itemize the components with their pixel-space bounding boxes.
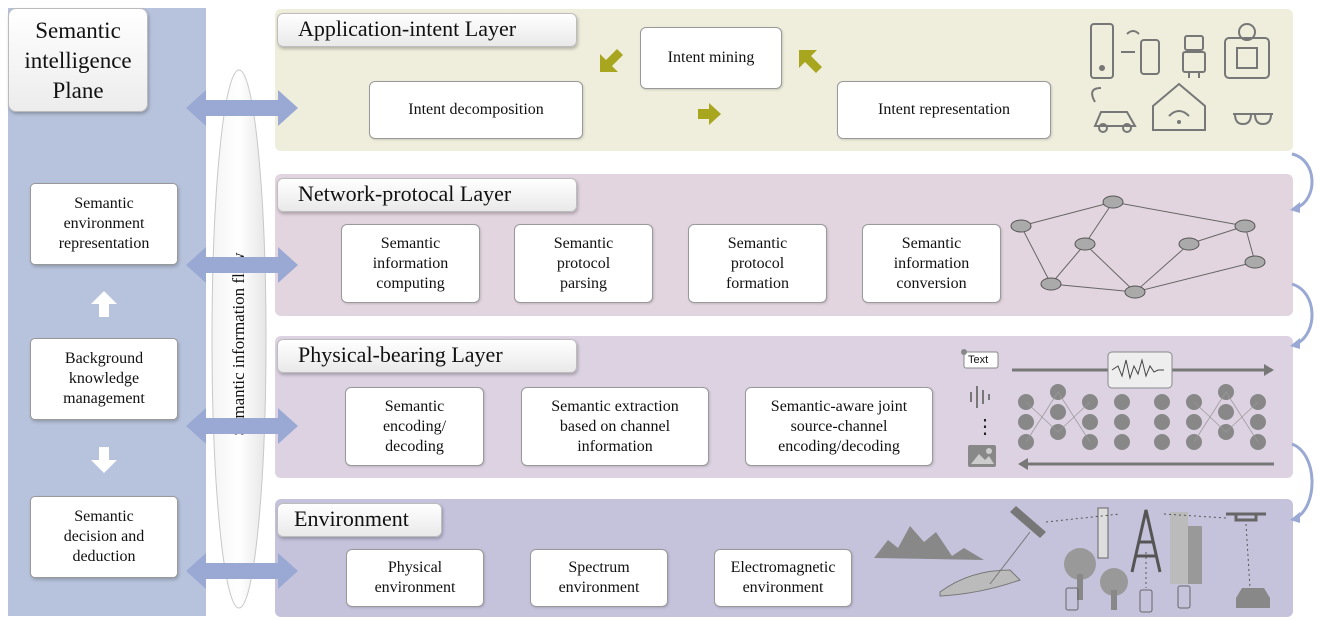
arrow-right-icon <box>698 103 721 125</box>
plane-to-application-arrow <box>186 90 298 126</box>
text-input-tag: Text <box>960 348 1000 370</box>
device-icons-cluster <box>1090 23 1273 133</box>
router-network-graph <box>1010 195 1266 299</box>
neural-network-diagram <box>1012 351 1274 470</box>
network-layer-title: Network-protocal Layer <box>277 178 577 212</box>
ellipsis-marker: ⋮ <box>975 416 995 438</box>
plane-to-network-arrow <box>186 247 298 283</box>
image-icon <box>968 445 996 467</box>
flow-label: Semantic information flow <box>229 252 248 436</box>
arrow-down-right-icon <box>799 50 822 73</box>
intent-decomposition-box: Intent decomposition <box>369 81 583 139</box>
up-arrow-icon <box>91 291 117 317</box>
intent-mining-box: Intent mining <box>640 27 782 89</box>
curved-arrow-icon <box>1290 282 1314 349</box>
environment-scene <box>874 506 1270 613</box>
application-layer-title: Application-intent Layer <box>277 13 577 47</box>
curved-arrow-icon <box>1290 152 1314 213</box>
physical-layer-title: Physical-bearing Layer <box>277 339 577 373</box>
intent-representation-box: Intent representation <box>837 81 1051 139</box>
audio-waveform-icon <box>970 386 990 408</box>
curved-arrow-icon <box>1290 442 1314 523</box>
plane-title: Semantic intelligence Plane <box>8 8 148 112</box>
semantic-information-flow-ellipse <box>211 69 267 609</box>
arrow-down-left-icon <box>600 49 623 72</box>
plane-to-physical-arrow <box>186 408 298 444</box>
environment-layer-title: Environment <box>277 503 442 537</box>
down-arrow-icon <box>91 447 117 473</box>
plane-to-environment-arrow <box>186 553 298 589</box>
